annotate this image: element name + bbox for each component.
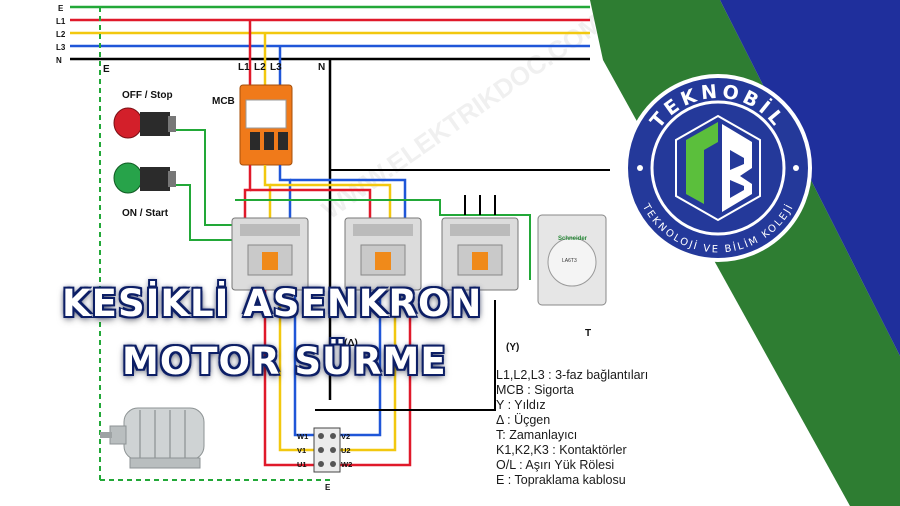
- bus-label-l2: L2: [56, 30, 66, 39]
- mcb-label-l2: L2: [254, 62, 266, 73]
- tb-monogram-icon: [675, 114, 761, 222]
- star-label: (Y): [506, 342, 519, 353]
- legend-item-mcb: MCB : Sigorta: [496, 383, 574, 397]
- delta-label: (Δ): [344, 338, 358, 349]
- timer-brand: Schneider: [558, 236, 588, 242]
- legend-item-earth: E : Topraklama kablosu: [496, 473, 626, 487]
- contactor-k2: [344, 217, 422, 291]
- motor-terminal-box: [313, 427, 341, 473]
- terminal-u2: U2: [341, 446, 351, 455]
- contactor-k3: [441, 217, 519, 291]
- legend-item-timer: T: Zamanlayıcı: [496, 428, 578, 442]
- off-stop-button: [113, 107, 176, 139]
- terminal-u1: U1: [297, 460, 307, 469]
- bus-label-l1: L1: [56, 17, 66, 26]
- legend-item-contactors: K1,K2,K3 : Kontaktörler: [496, 443, 627, 457]
- contactor-k1: [231, 217, 309, 291]
- earth-label: E: [103, 64, 110, 75]
- off-button-label: OFF / Stop: [122, 90, 173, 101]
- legend-item-phases: L1,L2,L3 : 3-faz bağlantıları: [496, 368, 649, 382]
- legend-item-star: Y : Yıldız: [496, 398, 546, 412]
- terminal-w2: W2: [341, 460, 352, 469]
- terminal-w1: W1: [297, 432, 308, 441]
- terminal-v1: V1: [297, 446, 306, 455]
- n-label: N: [318, 62, 325, 73]
- timer-label: T: [585, 328, 591, 339]
- electric-motor: [100, 407, 205, 469]
- mcb-label: MCB: [212, 96, 235, 107]
- title-line-1: KESİKLİ ASENKRON: [62, 282, 483, 325]
- on-button-label: ON / Start: [122, 208, 169, 219]
- mcb-label-l1: L1: [238, 62, 250, 73]
- bus-label-l3: L3: [56, 43, 66, 52]
- timer-model: LA6T3: [562, 258, 577, 264]
- legend-item-overload: O/L : Aşırı Yük Rölesi: [496, 458, 615, 472]
- timer-module: Schneider LA6T3: [537, 214, 607, 306]
- legend-item-delta: Δ : Üçgen: [496, 413, 551, 427]
- ground-label: E: [325, 483, 331, 492]
- on-start-button: [113, 162, 176, 194]
- title-line-2: MOTOR SÜRME: [122, 340, 447, 383]
- bus-label-n: N: [56, 56, 62, 65]
- terminal-v2: V2: [341, 432, 350, 441]
- mcb-label-l3: L3: [270, 62, 282, 73]
- bus-label-e: E: [58, 4, 64, 13]
- mcb-breaker: [239, 84, 293, 166]
